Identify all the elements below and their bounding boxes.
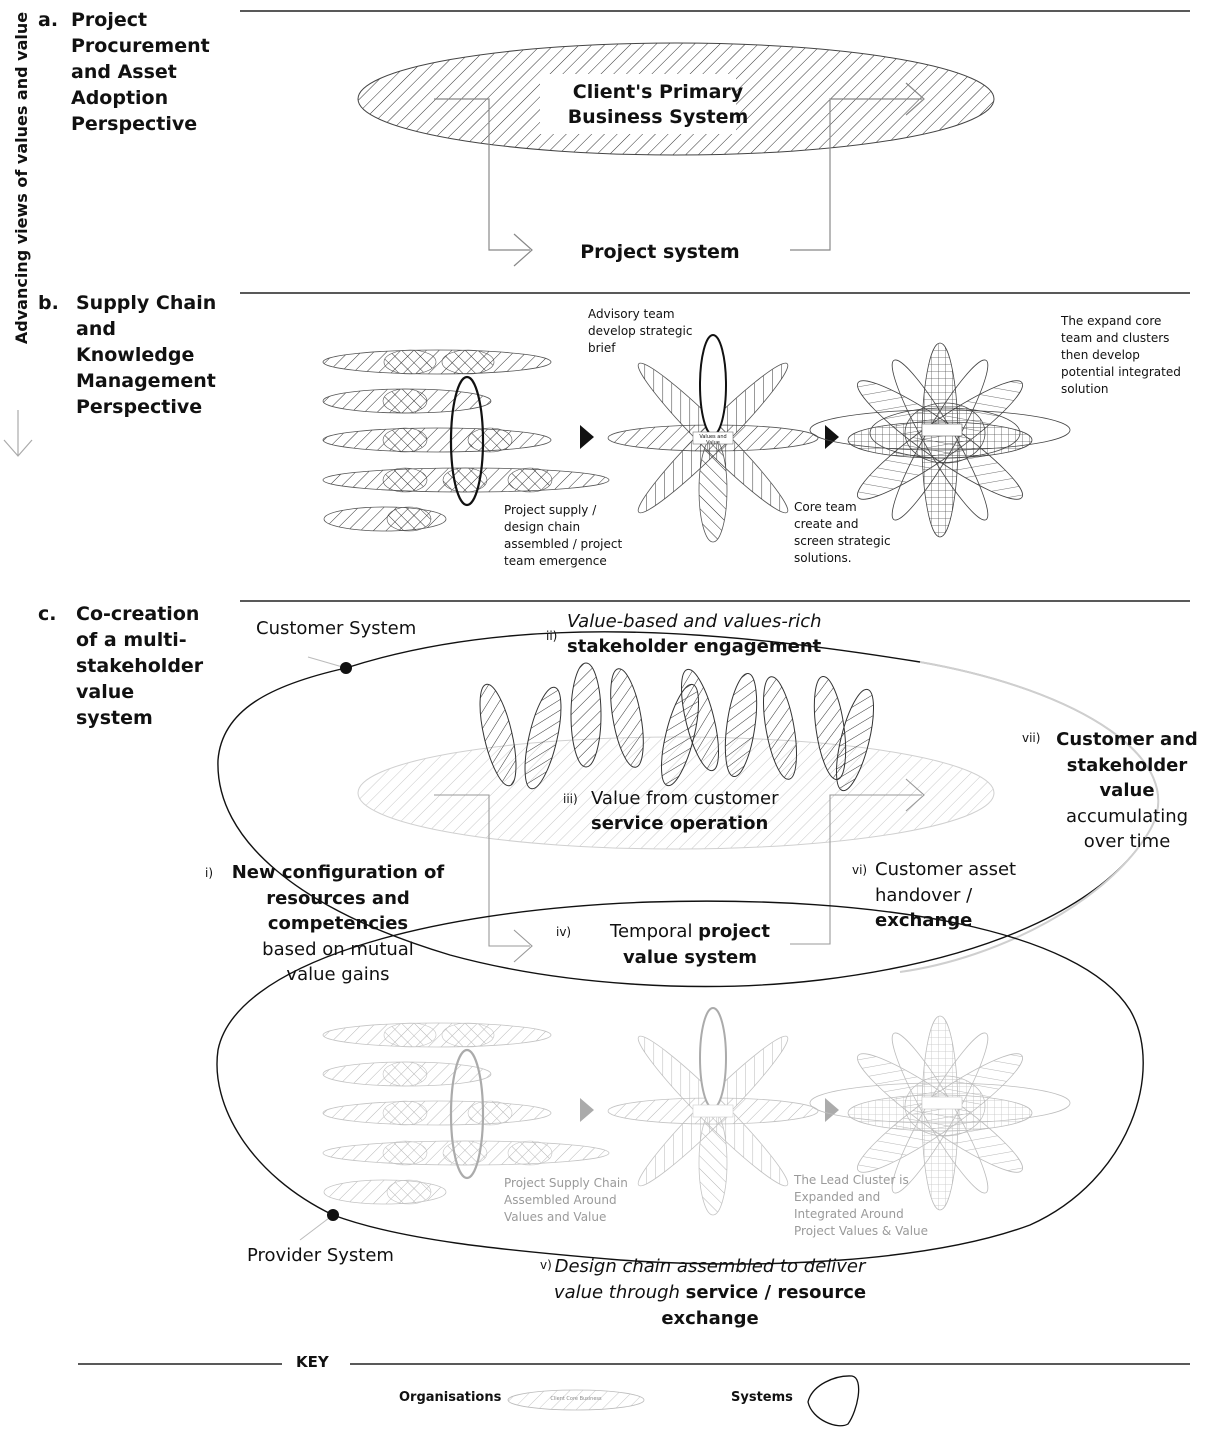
expand-core-note: The expand core team and clusters then d…	[1061, 314, 1181, 396]
iii-line1: Value from customer	[591, 788, 779, 809]
provider-system-label: Provider System	[247, 1245, 394, 1266]
iii-line2: service operation	[591, 813, 769, 834]
numeral-iv: iv)	[556, 925, 572, 939]
lower-supply-note: Project Supply Chain Assembled Around Va…	[504, 1176, 628, 1224]
side-label: Advancing views of values and value	[12, 11, 31, 345]
core-team-note: Core team create and screen strategic so…	[794, 500, 891, 565]
section-c-letter: c.	[38, 603, 57, 625]
ii-line1: Value-based and values-rich	[567, 611, 822, 632]
section-a-title: Project Procurement and Asset Adoption P…	[71, 9, 210, 135]
section-b-title: Supply Chain and Knowledge Management Pe…	[76, 292, 217, 418]
i-text: New configuration of resources and compe…	[231, 862, 445, 985]
project-supply-note: Project supply / design chain assembled …	[504, 503, 623, 568]
numeral-ii: ii)	[546, 629, 558, 643]
numeral-i: i)	[205, 866, 214, 880]
key-organisations-label: Organisations	[399, 1390, 502, 1405]
key-systems-label: Systems	[731, 1390, 793, 1405]
section-b-letter: b.	[38, 292, 59, 314]
section-a-letter: a.	[38, 9, 59, 31]
center-label: Values and Value	[699, 434, 727, 446]
advisory-team-note: Advisory team develop strategic brief	[588, 307, 693, 355]
vii-text: Customer and stakeholder value accumulat…	[1056, 729, 1198, 852]
v-text: Design chain assembled to deliver value …	[553, 1256, 867, 1329]
numeral-v: v)	[540, 1258, 552, 1272]
ii-line2: stakeholder engagement	[567, 636, 822, 657]
numeral-iii: iii)	[563, 792, 578, 806]
numeral-vii: vii)	[1022, 731, 1041, 745]
lower-lead-note: The Lead Cluster is Expanded and Integra…	[794, 1173, 929, 1238]
key-title: KEY	[296, 1353, 329, 1371]
vi-text: Customer asset handover / exchange	[875, 859, 1017, 931]
iv-text: Temporal project value system	[610, 921, 770, 968]
customer-system-label: Customer System	[256, 618, 417, 639]
section-c-title: Co-creation of a multi-stakeholder value…	[76, 603, 204, 729]
client-business-line2: Business System	[567, 106, 749, 128]
client-business-line1: Client's Primary	[572, 81, 744, 103]
numeral-vi: vi)	[852, 863, 868, 877]
key-org-sample: Client Core Business	[550, 1396, 602, 1402]
project-system-label: Project system	[580, 241, 740, 263]
